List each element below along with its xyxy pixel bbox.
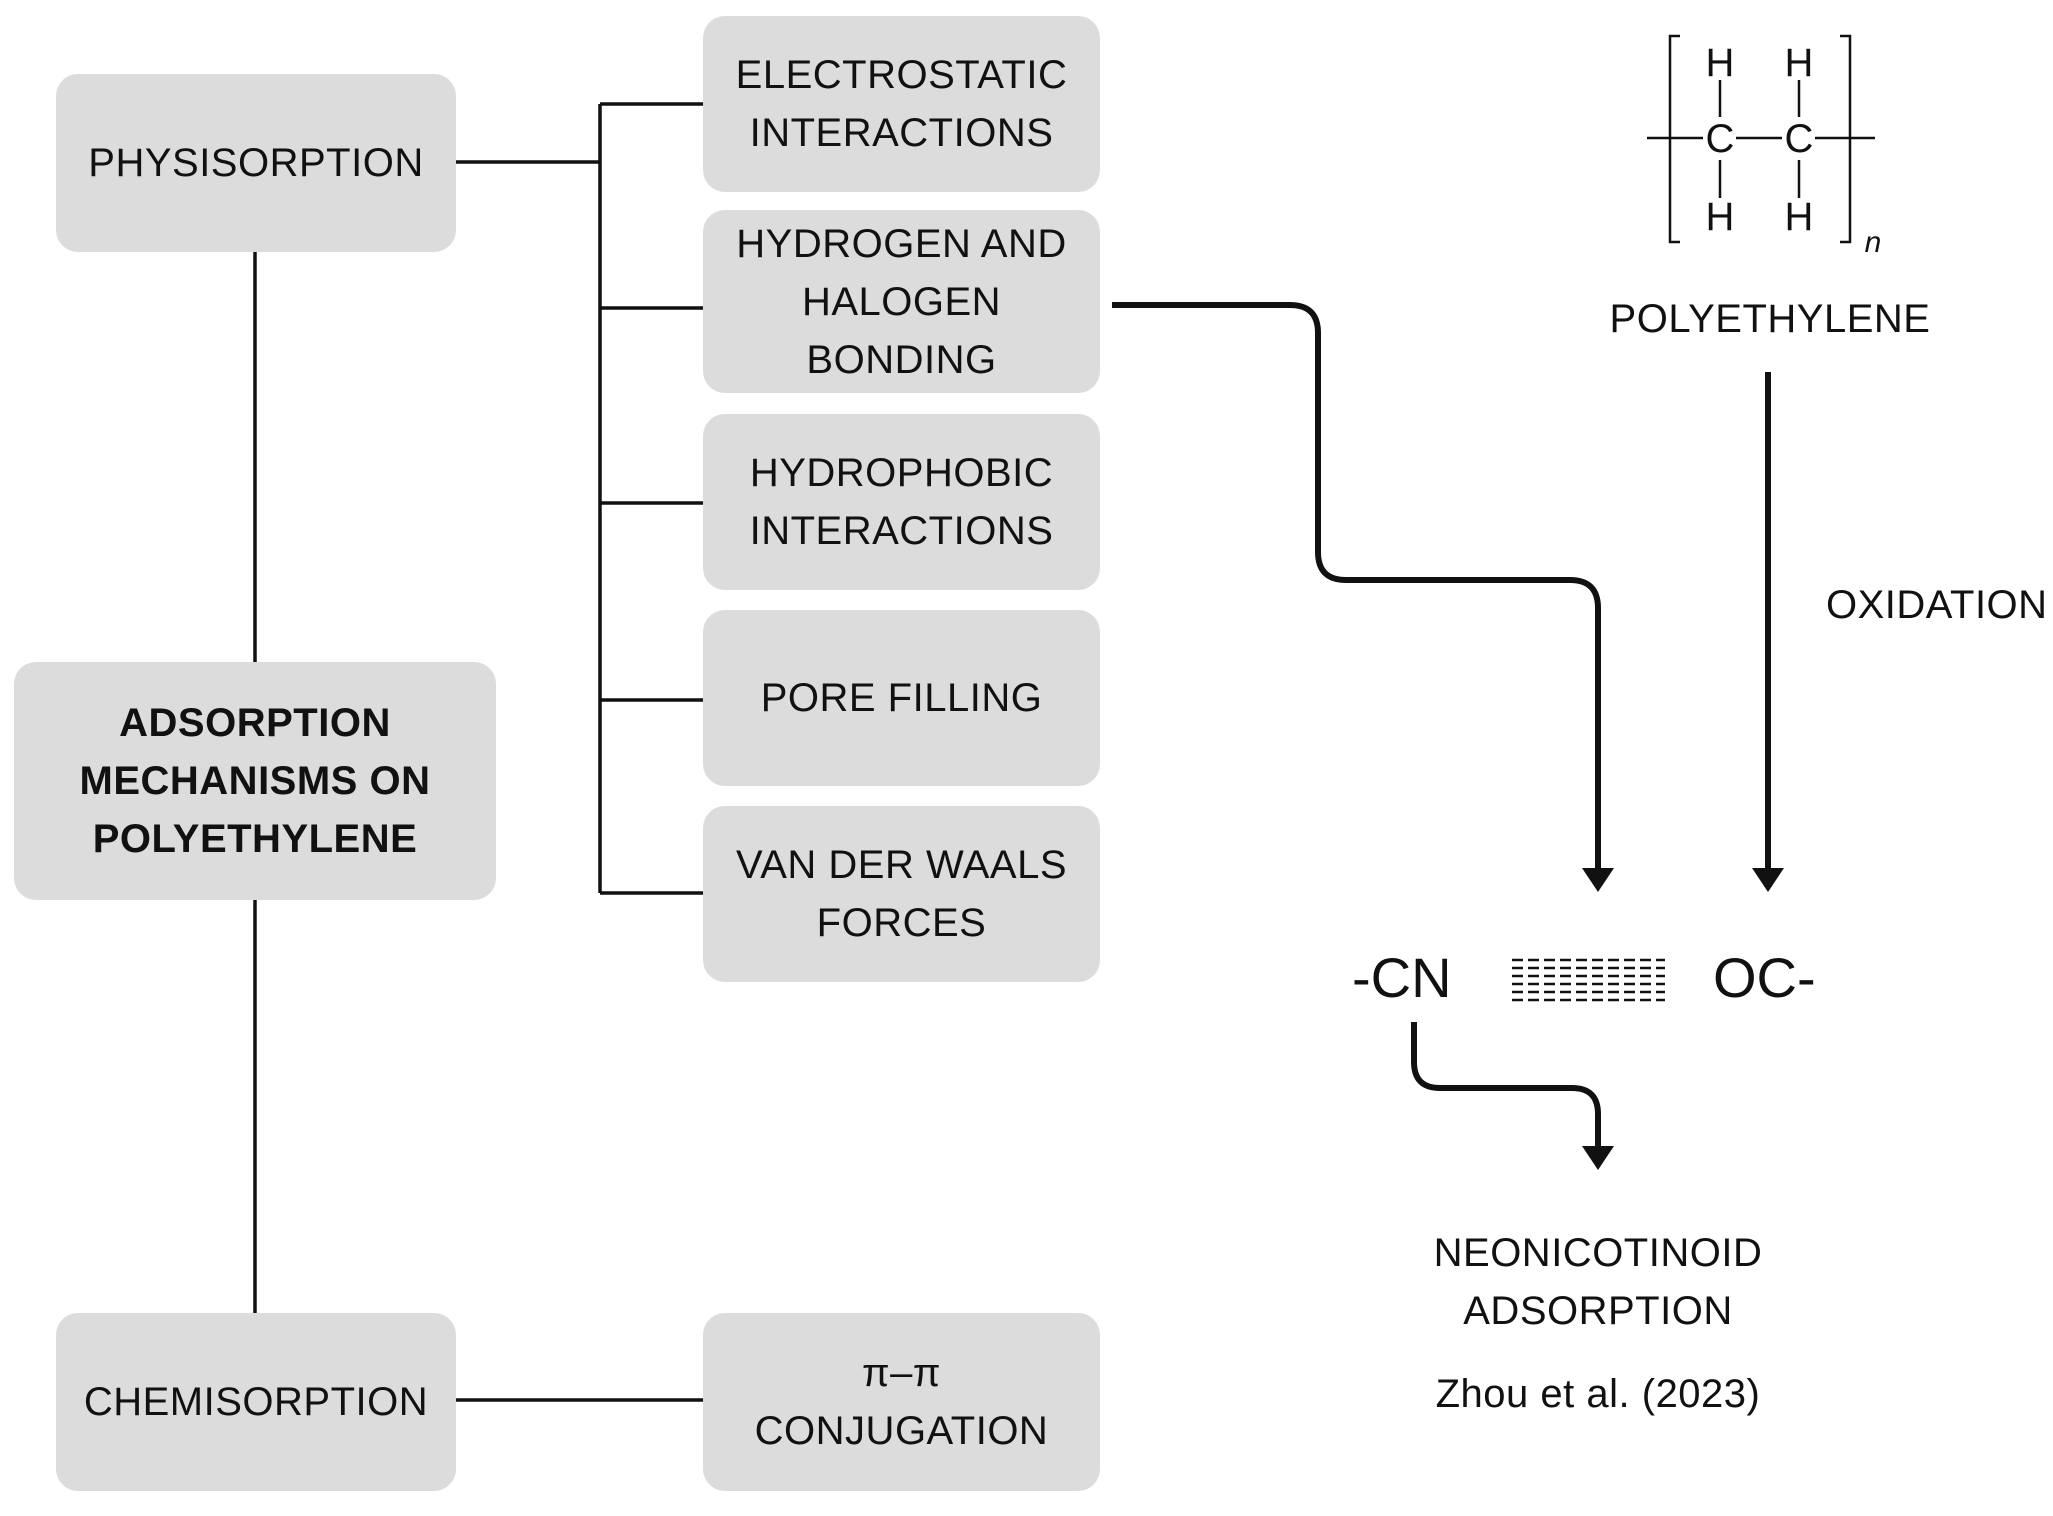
- central-line: MECHANISMS ON: [79, 759, 431, 803]
- mechanism-line: π–π: [862, 1351, 941, 1395]
- mechanism-line: VAN DER WAALS: [735, 843, 1067, 887]
- repeat-subscript: n: [1865, 226, 1882, 259]
- oxidation-arrowhead: [1752, 868, 1784, 892]
- result-line: ADSORPTION: [1463, 1289, 1733, 1333]
- polyethylene-structure: [1647, 34, 1875, 244]
- result-arrow: [1411, 1022, 1601, 1150]
- mechanism-line: PORE FILLING: [760, 676, 1043, 720]
- mechanism-line: ELECTROSTATIC: [735, 53, 1068, 97]
- physisorption-label: PHYSISORPTION: [88, 141, 424, 185]
- mechanism-van-der-waals-node: VAN DER WAALS FORCES: [703, 806, 1100, 982]
- mechanism-hydrophobic-node: HYDROPHOBIC INTERACTIONS: [703, 414, 1100, 590]
- central-line: ADSORPTION: [119, 701, 391, 745]
- mechanism-line: BONDING: [806, 337, 997, 382]
- mechanism-pi-pi-node: π–π CONJUGATION: [703, 1313, 1100, 1491]
- result-label: NEONICOTINOID ADSORPTION: [1380, 1224, 1816, 1340]
- hydrogen-atom: H: [1785, 41, 1814, 85]
- central-node: ADSORPTION MECHANISMS ON POLYETHYLENE: [14, 662, 496, 900]
- chemisorption-label: CHEMISORPTION: [83, 1380, 429, 1424]
- mechanism-electrostatic-node: ELECTROSTATIC INTERACTIONS: [703, 16, 1100, 192]
- mechanism-line: FORCES: [816, 901, 987, 945]
- central-line: POLYETHYLENE: [92, 817, 418, 861]
- hydrogen-bonding-arrowhead: [1582, 868, 1614, 892]
- carbon-atom: C: [1785, 117, 1814, 161]
- physisorption-node: PHYSISORPTION: [56, 74, 456, 252]
- polyethylene-atoms: H H C C H H n: [1706, 41, 1882, 259]
- carbonyl-group: OC-: [1713, 946, 1816, 1009]
- cyano-group: -CN: [1352, 946, 1452, 1009]
- chemisorption-node: CHEMISORPTION: [56, 1313, 456, 1491]
- oxidation-label: OXIDATION: [1826, 583, 2048, 627]
- mechanism-line: INTERACTIONS: [749, 509, 1054, 553]
- mechanism-line: HYDROPHOBIC: [749, 451, 1054, 495]
- hydrogen-bonding-arrow: [1112, 302, 1601, 872]
- mechanism-hydrogen-halogen-node: HYDROGEN AND HALOGEN BONDING: [703, 210, 1100, 393]
- result-arrowhead: [1582, 1146, 1614, 1170]
- mechanism-line: INTERACTIONS: [749, 111, 1054, 155]
- mechanism-line: CONJUGATION: [754, 1409, 1049, 1453]
- interaction-dashes: [1512, 958, 1665, 1002]
- mechanism-line: HALOGEN: [801, 279, 1002, 324]
- carbon-atom: C: [1706, 117, 1735, 161]
- hydrogen-atom: H: [1706, 195, 1735, 239]
- hydrogen-atom: H: [1706, 41, 1735, 85]
- citation: Zhou et al. (2023): [1435, 1372, 1761, 1416]
- mechanism-line: HYDROGEN AND: [736, 221, 1067, 266]
- polymer-name: POLYETHYLENE: [1609, 297, 1931, 341]
- mechanism-pore-filling-node: PORE FILLING: [703, 610, 1100, 786]
- result-line: NEONICOTINOID: [1433, 1231, 1763, 1275]
- hydrogen-atom: H: [1785, 195, 1814, 239]
